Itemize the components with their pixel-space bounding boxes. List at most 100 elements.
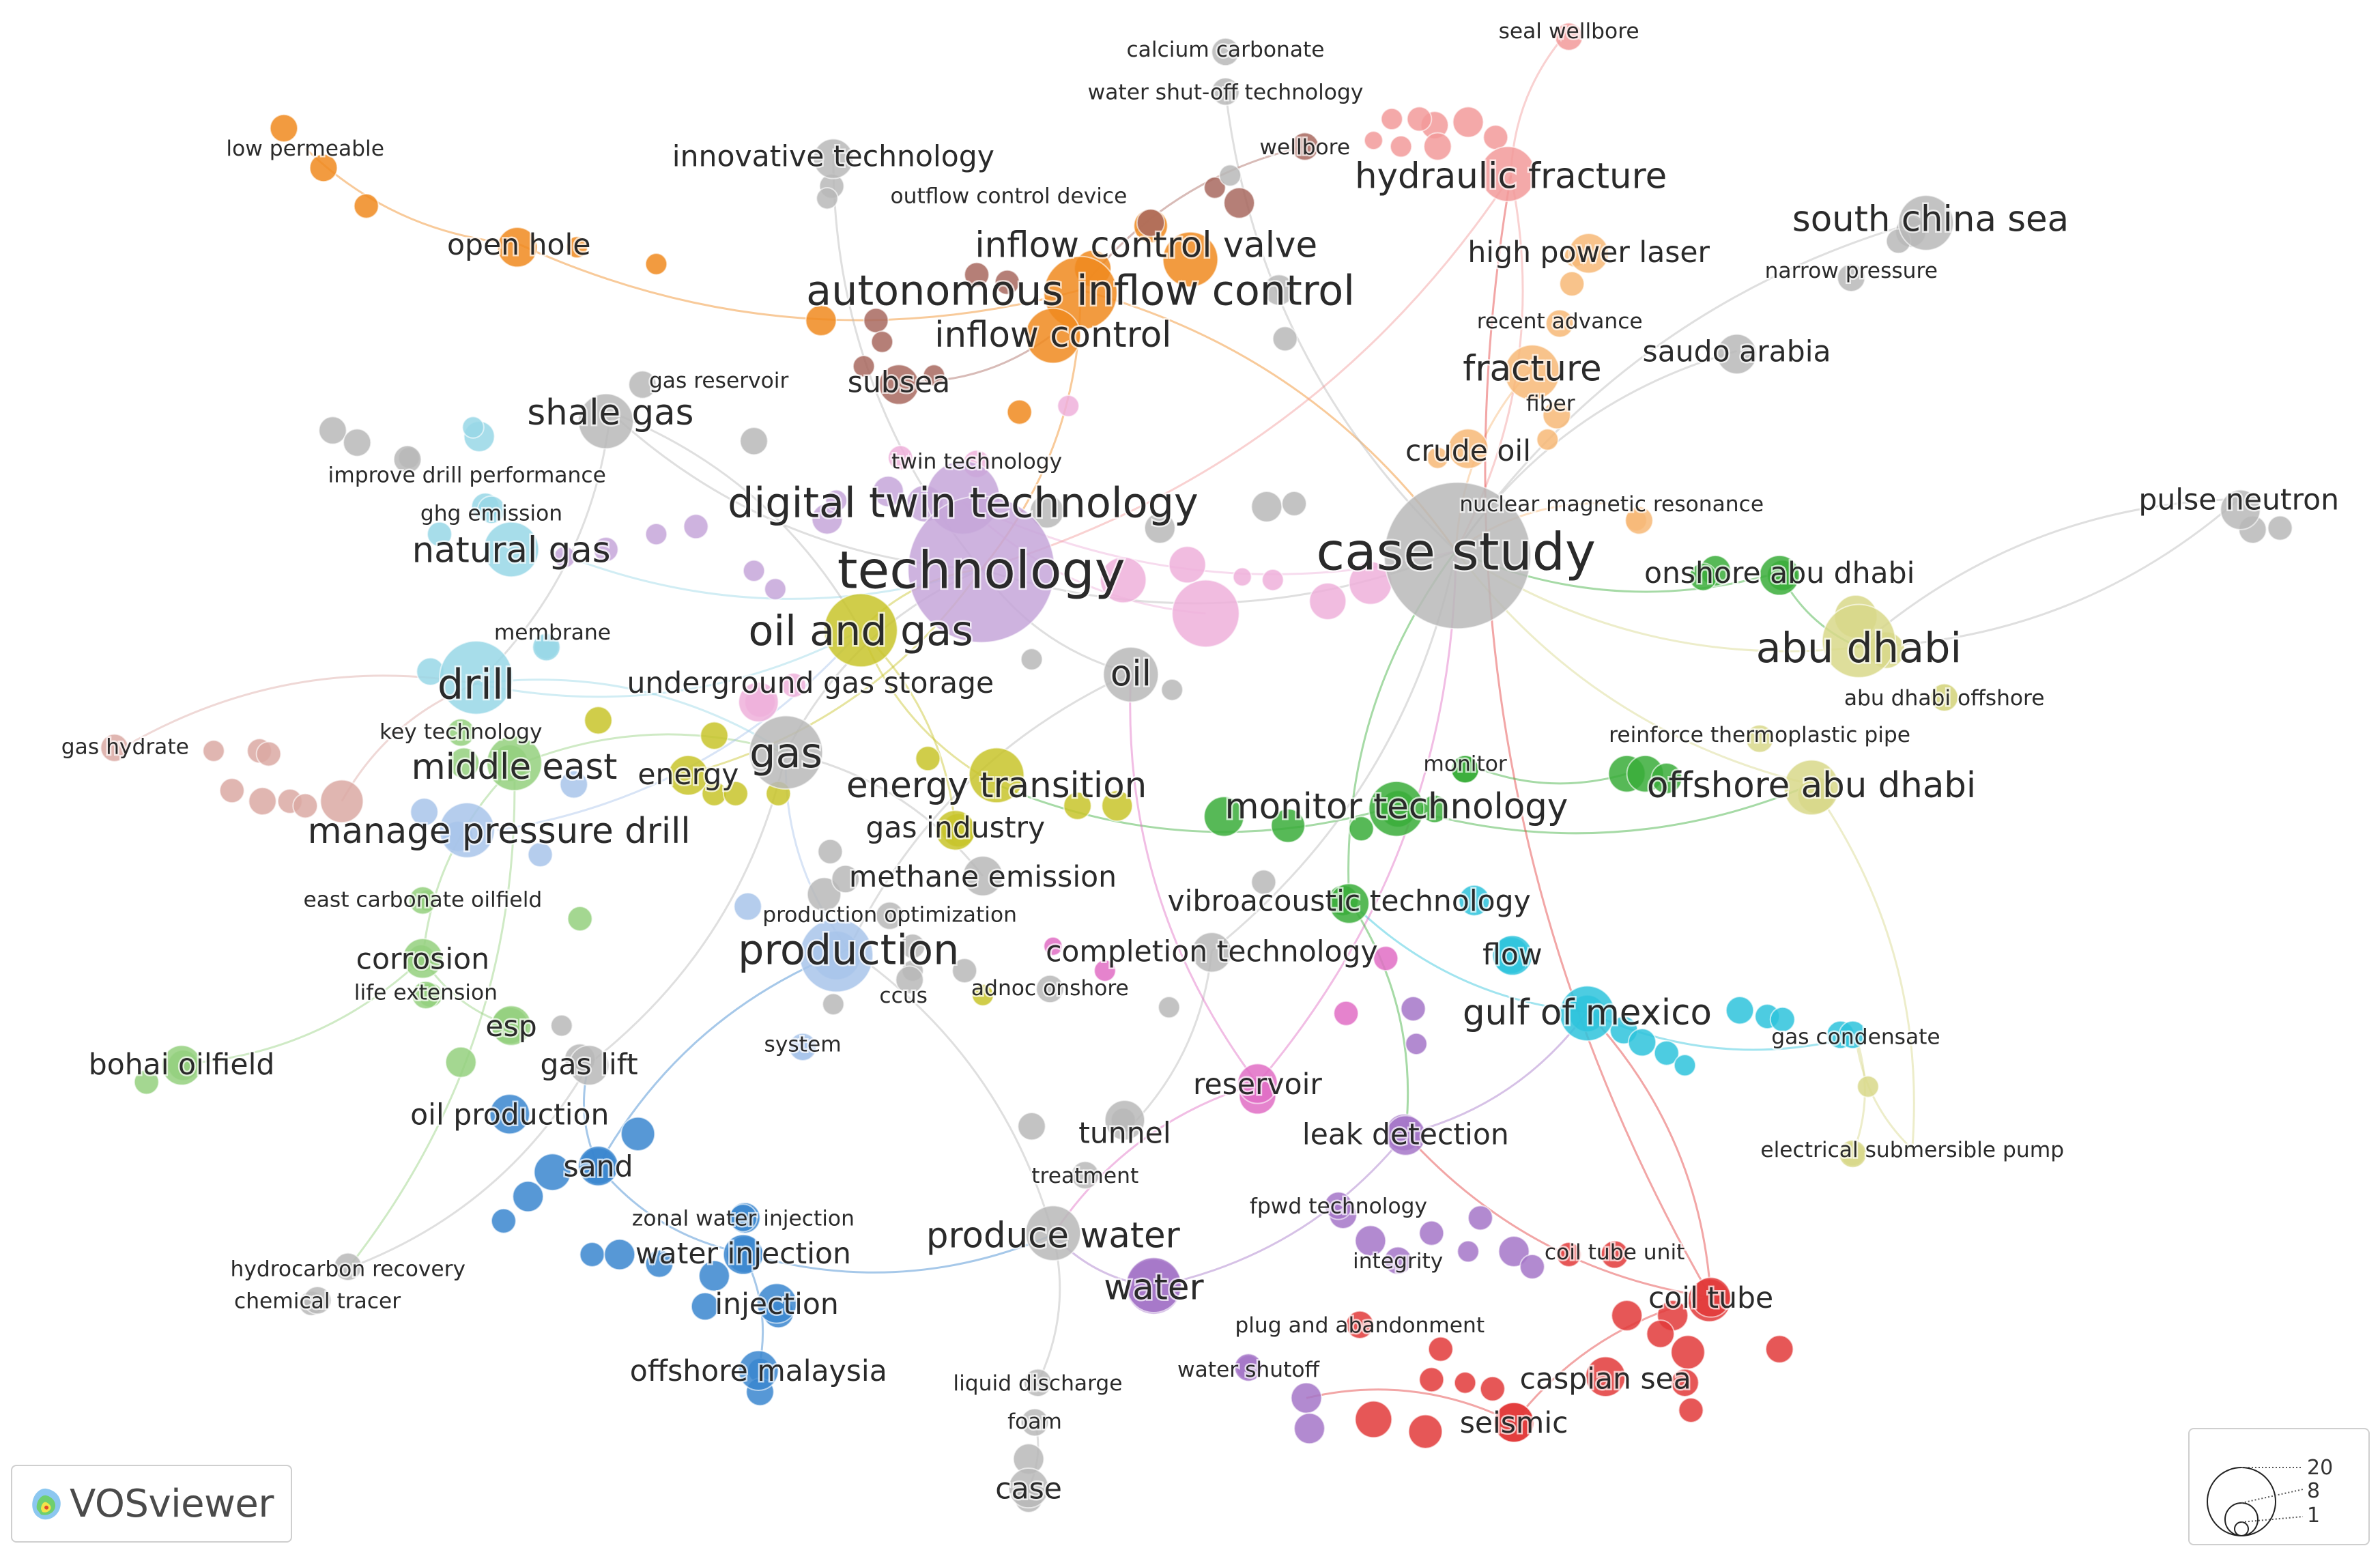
keyword-node-oil-production[interactable]	[489, 1093, 530, 1135]
keyword-node-plug-and-abandonment[interactable]	[1345, 1310, 1375, 1339]
keyword-label-monitor-technology[interactable]: monitor technology	[1223, 785, 1570, 829]
keyword-node-gulf-of-mexico[interactable]	[1559, 985, 1616, 1042]
keyword-node-innovative-technology[interactable]	[812, 138, 854, 180]
keyword-node-membrane[interactable]	[532, 632, 561, 662]
keyword-label-seal-wellbore[interactable]: seal wellbore	[1497, 17, 1641, 45]
keyword-label-abu-dhabi-offshore[interactable]: abu dhabi offshore	[1842, 685, 2046, 713]
keyword-node[interactable]	[343, 428, 372, 457]
keyword-node-case-study[interactable]	[1383, 481, 1532, 630]
keyword-node[interactable]	[527, 842, 554, 868]
keyword-node-caspian-sea[interactable]	[1585, 1356, 1626, 1397]
keyword-label-life-extension[interactable]: life extension	[352, 979, 499, 1007]
keyword-node[interactable]	[1218, 164, 1242, 187]
keyword-node-technology[interactable]	[907, 495, 1056, 644]
keyword-node-bohai-oilfield[interactable]	[161, 1044, 203, 1086]
keyword-node[interactable]	[887, 444, 914, 471]
keyword-label-plug-and-abandonment[interactable]: plug and abandonment	[1233, 1312, 1487, 1340]
keyword-label-water[interactable]: water	[1102, 1265, 1206, 1310]
keyword-node-vibroacoustic-technology[interactable]	[1328, 883, 1370, 924]
keyword-node[interactable]	[816, 187, 839, 210]
keyword-node[interactable]	[1646, 1319, 1675, 1349]
keyword-node[interactable]	[1611, 1300, 1643, 1332]
keyword-node-esp[interactable]	[490, 1005, 532, 1046]
keyword-node[interactable]	[1426, 446, 1449, 470]
keyword-node[interactable]	[1101, 790, 1134, 822]
keyword-label-chemical-tracer[interactable]: chemical tracer	[233, 1287, 403, 1315]
keyword-label-bohai-oilfield[interactable]: bohai oilfield	[87, 1046, 276, 1083]
keyword-node-middle-east[interactable]	[486, 734, 543, 792]
keyword-node-outflow-control-device[interactable]	[1136, 208, 1166, 238]
keyword-node[interactable]	[852, 354, 876, 378]
keyword-node[interactable]	[559, 770, 588, 799]
keyword-node[interactable]	[1281, 490, 1308, 517]
keyword-node-completion-technology[interactable]	[1191, 932, 1233, 973]
keyword-node[interactable]	[900, 933, 926, 960]
keyword-node[interactable]	[427, 521, 453, 547]
keyword-node[interactable]	[248, 786, 277, 816]
keyword-node[interactable]	[584, 706, 613, 735]
keyword-label-energy-transition[interactable]: energy transition	[844, 763, 1148, 807]
keyword-label-completion-technology[interactable]: completion technology	[1044, 934, 1380, 971]
keyword-label-pulse-neutron[interactable]: pulse neutron	[2137, 482, 2341, 519]
keyword-label-ccus[interactable]: ccus	[878, 982, 930, 1010]
keyword-node[interactable]	[739, 427, 769, 456]
keyword-label-flow[interactable]: flow	[1481, 936, 1545, 973]
keyword-node-injection[interactable]	[756, 1283, 798, 1324]
keyword-node-narrow-pressure[interactable]	[1837, 263, 1866, 293]
keyword-node[interactable]	[1650, 762, 1683, 794]
keyword-label-oil-production[interactable]: oil production	[409, 1097, 611, 1134]
keyword-label-liquid-discharge[interactable]: liquid discharge	[951, 1370, 1124, 1398]
keyword-node[interactable]	[1689, 562, 1718, 592]
keyword-node-offshore-abu-dhabi[interactable]	[1783, 759, 1840, 816]
keyword-label-inflow-control-valve[interactable]: inflow control valve	[973, 223, 1319, 268]
keyword-node[interactable]	[644, 1249, 674, 1278]
keyword-node[interactable]	[353, 192, 379, 219]
keyword-node[interactable]	[1250, 490, 1283, 523]
keyword-node-water[interactable]	[1126, 1257, 1182, 1313]
keyword-node-abu-dhabi-offshore[interactable]	[1930, 683, 1959, 712]
keyword-node-energy-transition[interactable]	[968, 747, 1025, 804]
keyword-node[interactable]	[255, 741, 282, 767]
keyword-node[interactable]	[700, 721, 729, 750]
keyword-node-abu-dhabi[interactable]	[1821, 603, 1897, 678]
keyword-label-low-permeable[interactable]: low permeable	[225, 135, 386, 163]
keyword-node[interactable]	[1479, 1375, 1506, 1402]
keyword-node-reinforce-thermoplastic-pipe[interactable]	[1745, 724, 1775, 754]
keyword-node[interactable]	[1497, 1235, 1530, 1268]
keyword-node-adnoc-onshore[interactable]	[1035, 974, 1065, 1004]
keyword-label-digital-twin-technology[interactable]: digital twin technology	[726, 478, 1201, 529]
keyword-label-inflow-control[interactable]: inflow control	[933, 313, 1173, 358]
keyword-node[interactable]	[1482, 124, 1509, 151]
keyword-label-hydrocarbon-recovery[interactable]: hydrocarbon recovery	[229, 1255, 468, 1283]
keyword-node[interactable]	[1290, 1381, 1323, 1414]
keyword-node[interactable]	[1453, 1371, 1477, 1394]
keyword-label-reservoir[interactable]: reservoir	[1192, 1066, 1324, 1103]
keyword-node[interactable]	[1405, 1032, 1428, 1056]
keyword-node[interactable]	[644, 522, 668, 546]
keyword-node[interactable]	[1769, 1006, 1796, 1033]
keyword-node[interactable]	[1725, 996, 1755, 1025]
keyword-node[interactable]	[565, 235, 588, 259]
keyword-node-oil[interactable]	[1102, 646, 1160, 703]
keyword-node-underground-gas-storage[interactable]	[738, 681, 779, 723]
keyword-node-monitor-technology[interactable]	[1368, 780, 1425, 837]
keyword-node[interactable]	[742, 559, 766, 582]
keyword-label-subsea[interactable]: subsea	[846, 364, 951, 401]
keyword-label-oil[interactable]: oil	[1108, 652, 1153, 696]
keyword-node[interactable]	[1627, 1028, 1657, 1057]
keyword-label-gulf-of-mexico[interactable]: gulf of mexico	[1461, 990, 1713, 1035]
keyword-label-gas-condensate[interactable]: gas condensate	[1770, 1023, 1942, 1051]
keyword-node-treatment[interactable]	[1070, 1160, 1100, 1190]
keyword-label-offshore-abu-dhabi[interactable]: offshore abu dhabi	[1646, 763, 1978, 807]
keyword-label-middle-east[interactable]: middle east	[410, 745, 619, 789]
keyword-node-oil-and-gas[interactable]	[823, 592, 898, 668]
keyword-node-high-power-laser[interactable]	[1568, 233, 1609, 274]
keyword-node-natural-gas[interactable]	[483, 521, 540, 578]
keyword-label-methane-emission[interactable]: methane emission	[847, 859, 1118, 896]
keyword-node[interactable]	[722, 780, 749, 807]
keyword-label-narrow-pressure[interactable]: narrow pressure	[1763, 257, 1939, 285]
keyword-label-fracture[interactable]: fracture	[1461, 347, 1603, 391]
keyword-node[interactable]	[1043, 936, 1063, 956]
keyword-node-flow[interactable]	[1491, 934, 1533, 976]
